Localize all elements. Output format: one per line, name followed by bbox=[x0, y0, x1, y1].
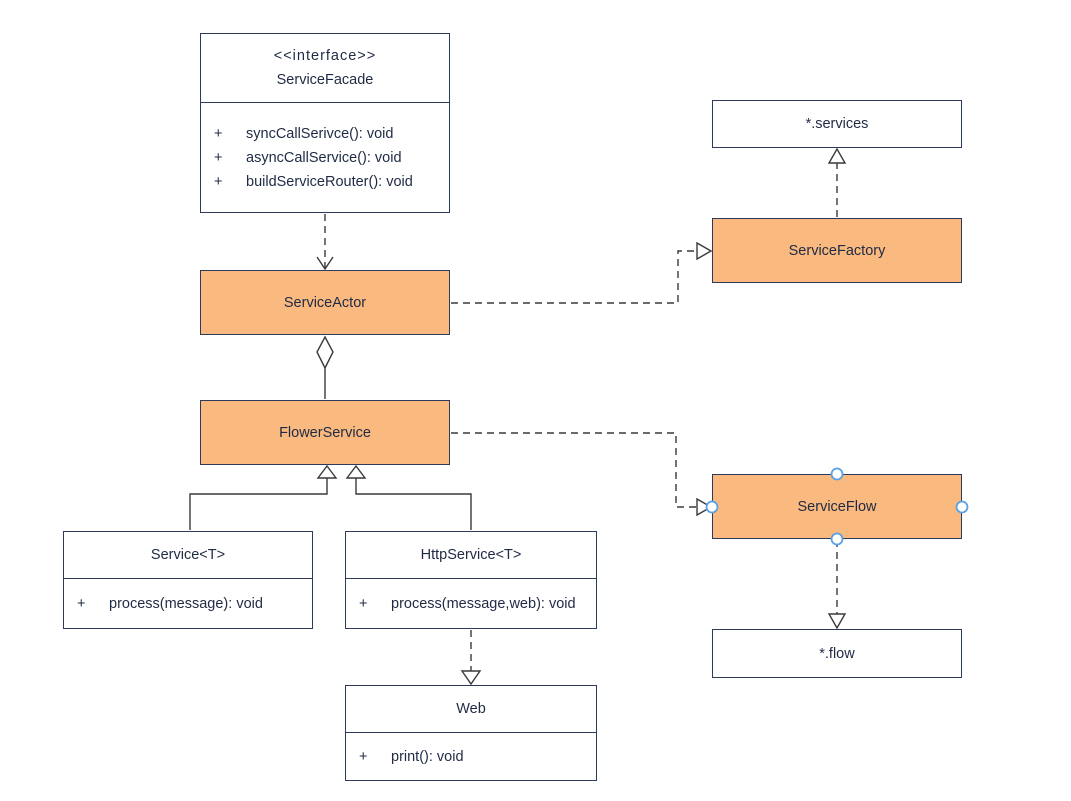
class-name-service-factory: ServiceFactory bbox=[788, 242, 886, 259]
method-signature: syncCallSerivce(): void bbox=[246, 125, 394, 142]
connector-realization-flow-to-flowpkg[interactable] bbox=[827, 540, 847, 630]
method-signature: process(message): void bbox=[109, 595, 263, 612]
class-name-services-package: *.services bbox=[805, 116, 869, 132]
class-box-http-service-t[interactable]: HttpService<T> + process(message,web): v… bbox=[345, 531, 597, 629]
method-row: + syncCallSerivce(): void bbox=[201, 122, 449, 146]
connector-generalization-service-to-flower[interactable] bbox=[189, 464, 338, 530]
class-name-service-facade: ServiceFacade bbox=[276, 72, 374, 88]
connector-realization-factory-to-services[interactable] bbox=[827, 147, 847, 217]
method-row: + asyncCallService(): void bbox=[201, 146, 449, 170]
class-name-web: Web bbox=[456, 701, 486, 717]
method-row: + buildServiceRouter(): void bbox=[201, 170, 449, 194]
class-box-web[interactable]: Web + print(): void bbox=[345, 685, 597, 781]
method-signature: process(message,web): void bbox=[391, 595, 576, 612]
class-name-service-flow: ServiceFlow bbox=[797, 498, 877, 515]
class-box-flower-service[interactable]: FlowerService bbox=[200, 400, 450, 465]
class-name-flow-package: *.flow bbox=[819, 645, 855, 662]
class-box-flow-package[interactable]: *.flow bbox=[712, 629, 962, 678]
method-row: + process(message,web): void bbox=[346, 592, 596, 616]
connector-dependency-facade-to-actor[interactable] bbox=[316, 214, 334, 271]
method-row: + print(): void bbox=[346, 745, 596, 769]
class-box-services-package[interactable]: *.services bbox=[712, 100, 962, 148]
connector-realization-http-to-web[interactable] bbox=[460, 630, 482, 686]
method-signature: asyncCallService(): void bbox=[246, 149, 402, 166]
method-signature: print(): void bbox=[391, 748, 464, 765]
method-row: + process(message): void bbox=[64, 592, 312, 616]
connector-realization-actor-to-factory[interactable] bbox=[451, 241, 713, 304]
connector-realization-flower-to-flow[interactable] bbox=[451, 432, 713, 517]
class-name-service-actor: ServiceActor bbox=[283, 294, 367, 311]
class-box-service-factory[interactable]: ServiceFactory bbox=[712, 218, 962, 283]
stereotype-label: <<interface>> bbox=[273, 48, 377, 64]
class-box-service-t[interactable]: Service<T> + process(message): void bbox=[63, 531, 313, 629]
connector-aggregation-actor-to-flower[interactable] bbox=[316, 335, 334, 399]
class-box-service-flow[interactable]: ServiceFlow bbox=[712, 474, 962, 539]
class-name-http-service-t: HttpService<T> bbox=[420, 547, 522, 563]
class-name-flower-service: FlowerService bbox=[279, 424, 371, 441]
class-box-service-facade[interactable]: <<interface>> ServiceFacade + syncCallSe… bbox=[200, 33, 450, 213]
class-box-service-actor[interactable]: ServiceActor bbox=[200, 270, 450, 335]
connector-generalization-http-to-flower[interactable] bbox=[345, 464, 472, 530]
class-name-service-t: Service<T> bbox=[150, 547, 226, 563]
method-signature: buildServiceRouter(): void bbox=[246, 173, 413, 190]
